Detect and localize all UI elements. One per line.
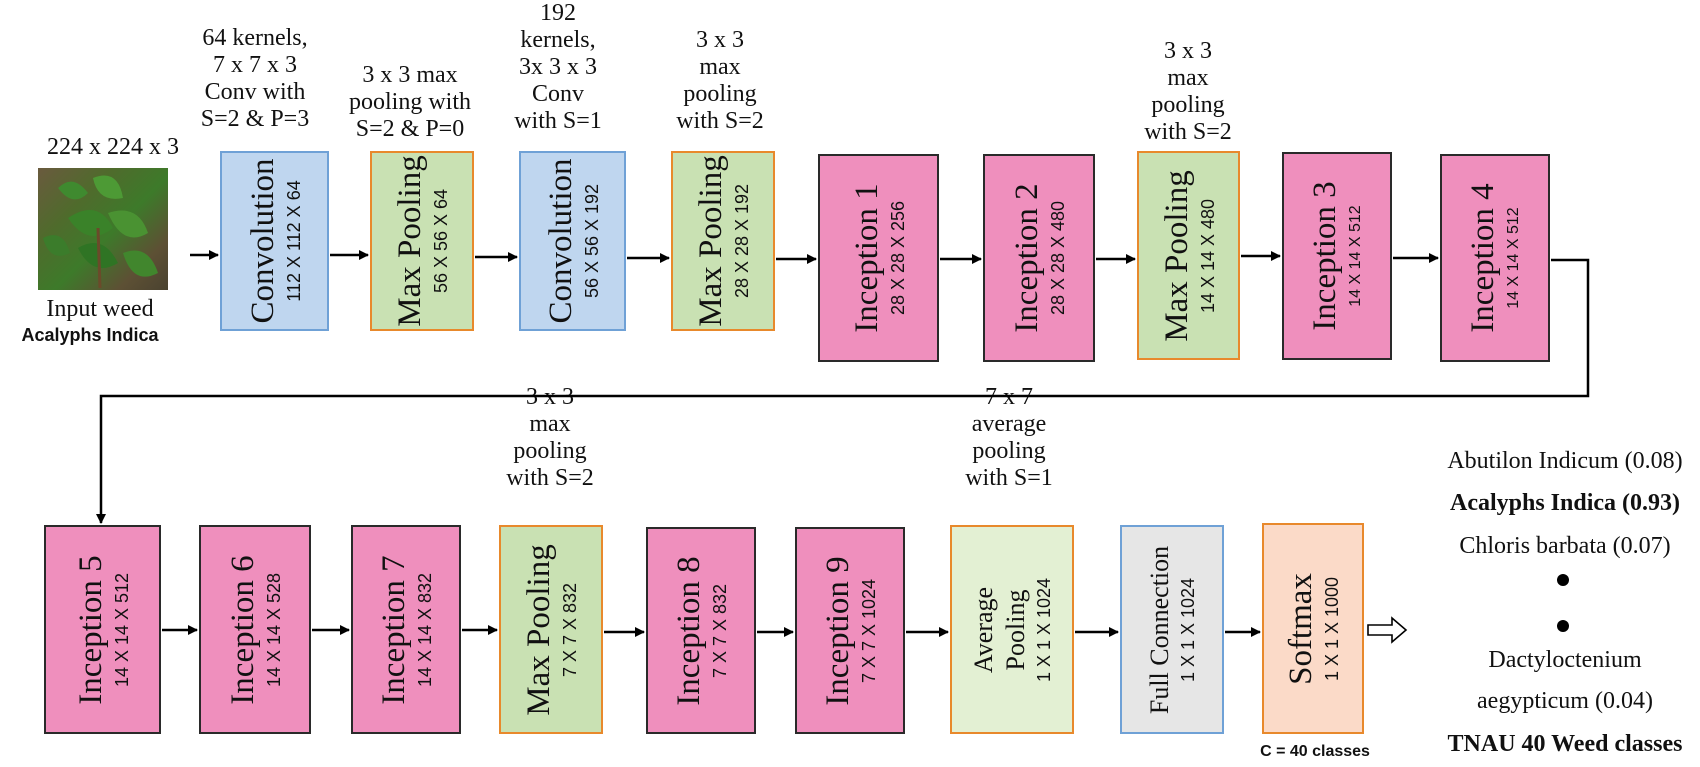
output-class-2: Acalyphs Indica (0.93) (1449, 490, 1681, 516)
inception-3-block: Inception 3 14 X 14 X 512 (1282, 152, 1392, 360)
input-caption: Input weed (46, 296, 154, 322)
conv2-block: Convolution 56 X 56 X 192 (519, 151, 626, 331)
conv1-block: Convolution 112 X 112 X 64 (220, 151, 329, 331)
output-class-4a: Dactyloctenium (1488, 647, 1642, 673)
input-dims-label: 224 x 224 x 3 (47, 134, 179, 160)
classes-note: C = 40 classes (1260, 743, 1370, 760)
inception-9-block: Inception 9 7 X 7 X 1024 (795, 527, 905, 734)
inception-8-block: Inception 8 7 X 7 X 832 (646, 527, 756, 734)
ellipsis-dot-1 (1557, 574, 1569, 586)
softmax-block: Softmax 1 X 1 X 1000 (1262, 523, 1364, 734)
input-class-name: Acalyphs Indica (21, 325, 159, 345)
pool3-block: Max Pooling 14 X 14 X 480 (1137, 151, 1240, 360)
output-class-3: Chloris barbata (0.07) (1459, 533, 1671, 559)
ellipsis-dot-2 (1557, 620, 1569, 632)
inception-5-block: Inception 5 14 X 14 X 512 (44, 525, 161, 734)
average-pooling-block: Average Pooling 1 X 1 X 1024 (950, 525, 1074, 734)
dataset-label: TNAU 40 Weed classes (1447, 731, 1683, 757)
output-class-4b: aegypticum (0.04) (1477, 688, 1653, 714)
inception-2-block: Inception 2 28 X 28 X 480 (983, 154, 1095, 362)
pool4-block: Max Pooling 7 X 7 X 832 (499, 525, 603, 734)
inception-4-block: Inception 4 14 X 14 X 512 (1440, 154, 1550, 362)
output-class-1: Abutilon Indicum (0.08) (1447, 448, 1683, 474)
output-hollow-arrow (1367, 616, 1408, 644)
input-weed-image (38, 168, 168, 290)
inception-6-block: Inception 6 14 X 14 X 528 (199, 525, 311, 734)
arrow-inc4-inc5 (96, 258, 1590, 524)
pool1-block: Max Pooling 56 X 56 X 64 (370, 151, 474, 331)
inception-1-block: Inception 1 28 X 28 X 256 (818, 154, 939, 362)
full-connection-block: Full Connection 1 X 1 X 1024 (1120, 525, 1224, 734)
pool2-block: Max Pooling 28 X 28 X 192 (671, 151, 775, 331)
inception-7-block: Inception 7 14 X 14 X 832 (351, 525, 461, 734)
